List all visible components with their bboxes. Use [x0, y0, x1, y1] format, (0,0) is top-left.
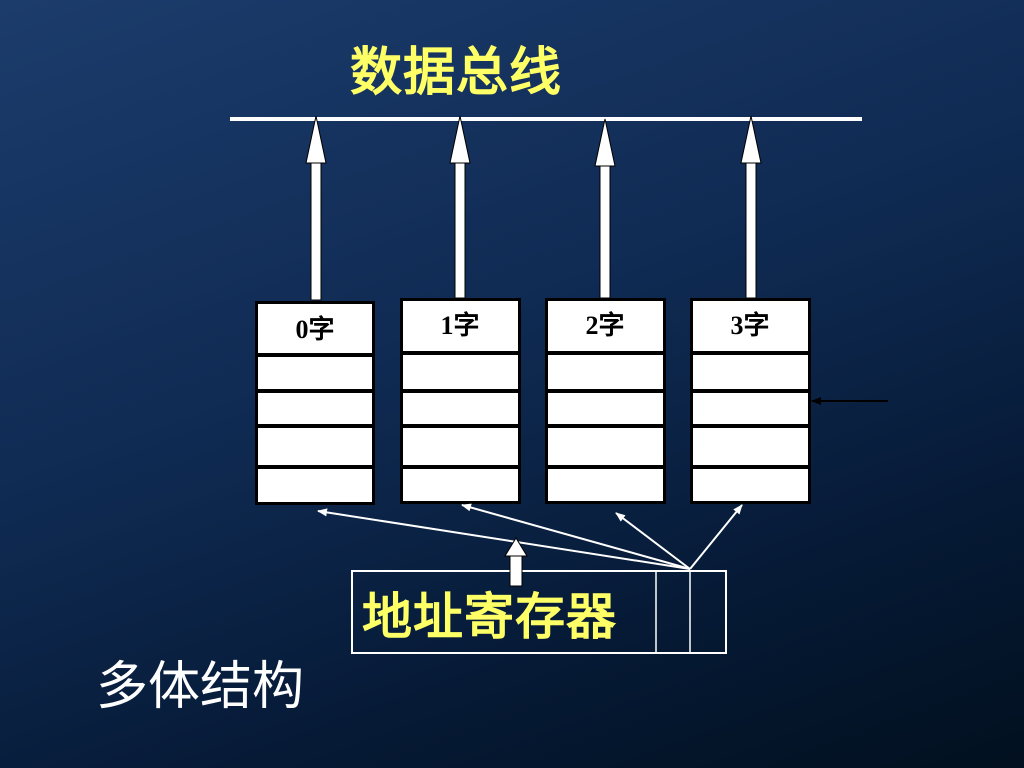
bus-arrow-1: [449, 115, 471, 299]
register-up-arrow: [504, 537, 528, 587]
select-arrow-1: [461, 503, 691, 570]
module-2-label: 2字: [585, 311, 625, 340]
select-arrow-0: [317, 508, 691, 570]
module-3-label: 3字: [730, 311, 770, 340]
data-bus-label: 数据总线: [350, 43, 563, 103]
bus-arrow-3: [740, 115, 762, 299]
select-arrow-3: [689, 504, 743, 570]
bus-arrow-0: [305, 115, 327, 301]
memory-module-0: [255, 301, 375, 505]
address-register-label: 地址寄存器: [362, 588, 617, 646]
module-1-label: 1字: [440, 311, 480, 340]
module-0-label: 0字: [295, 315, 335, 344]
memory-module-3: [690, 298, 811, 504]
memory-module-1: [400, 298, 521, 504]
address-register-box: [351, 570, 727, 654]
diagram-caption: 多体结构: [96, 657, 305, 717]
memory-module-2: [545, 298, 666, 504]
bus-arrow-2: [594, 118, 616, 299]
select-arrow-2: [615, 512, 691, 570]
